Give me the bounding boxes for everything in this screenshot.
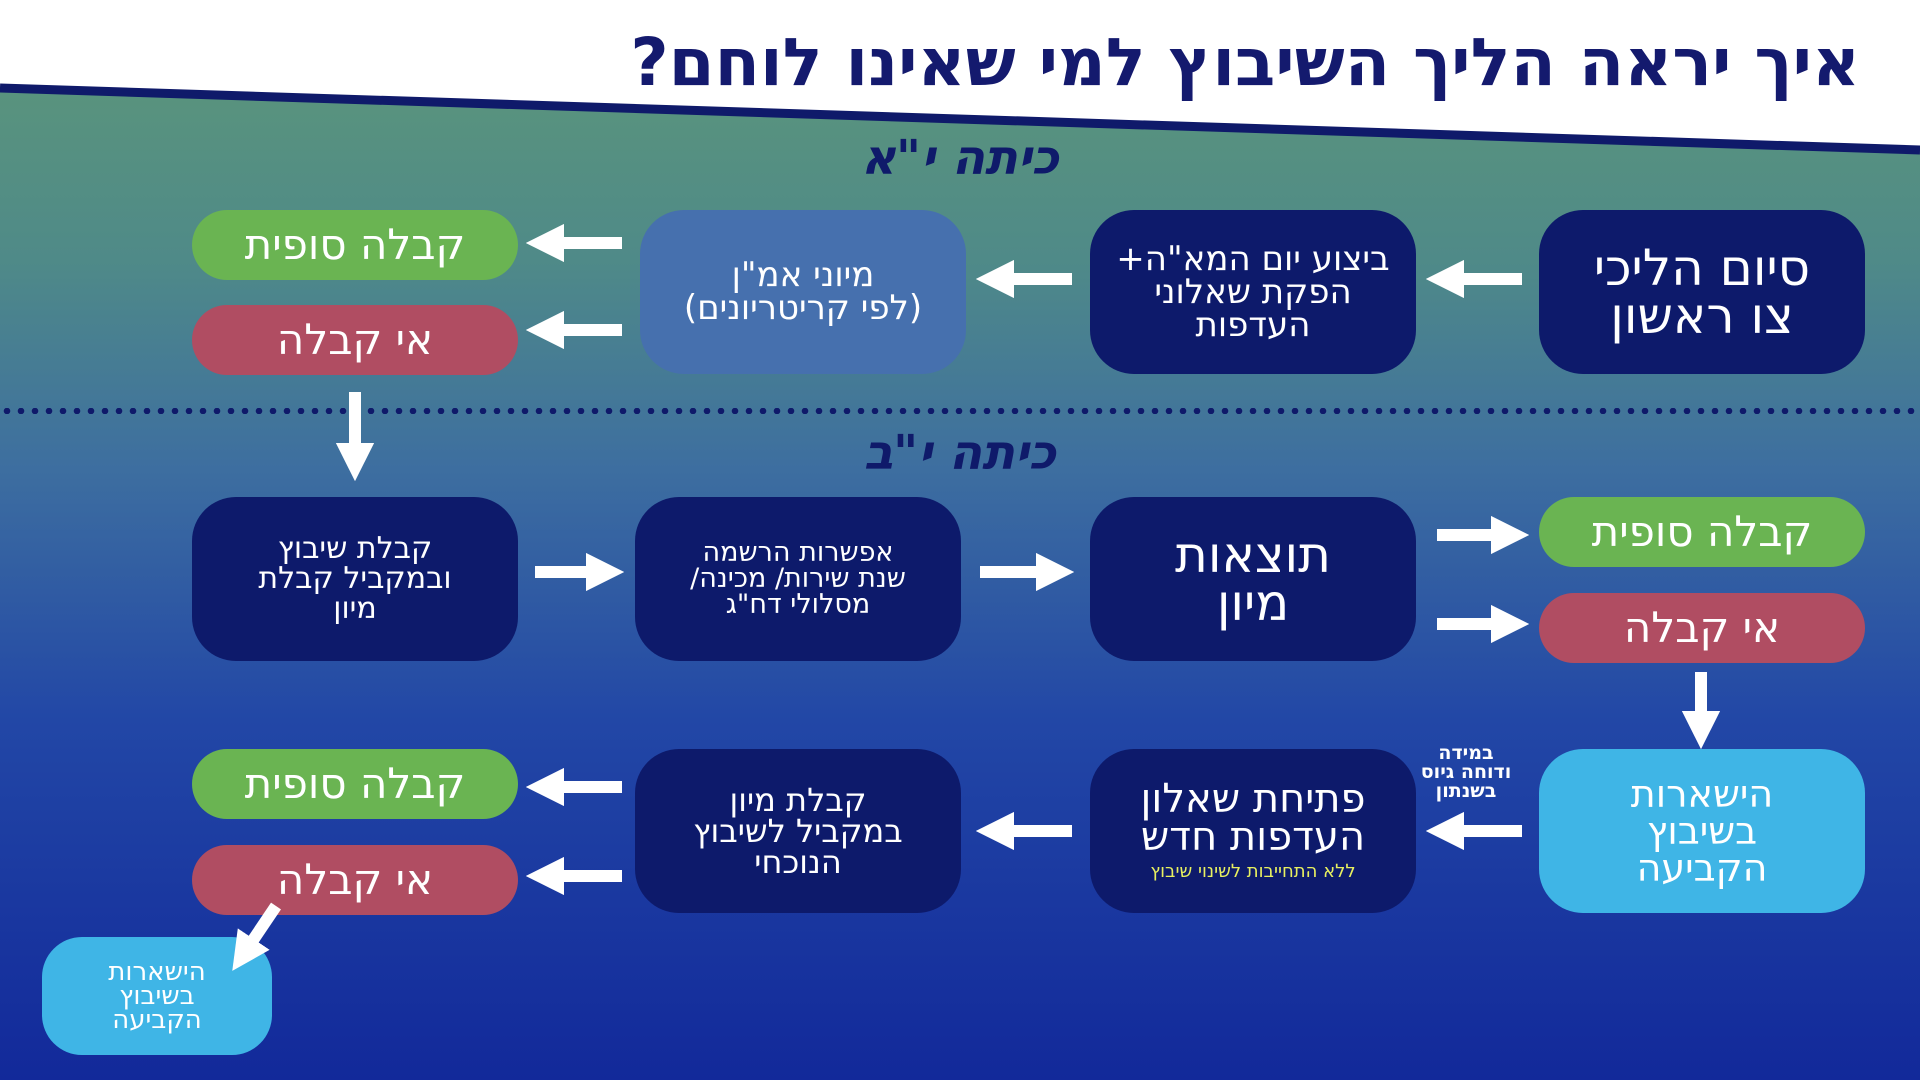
step-new-preferences-form: פתיחת שאלון העדפות חדש ללא התחייבות לשינ… (1090, 749, 1416, 913)
box-line: הקביעה (1636, 845, 1768, 890)
box-line: מיון (1216, 574, 1290, 632)
pill-label: אי קבלה (1623, 603, 1781, 652)
box-line: העדפות (1195, 304, 1311, 345)
box-line: הישארות (1630, 771, 1774, 816)
box-line: (לפי קריטריונים) (683, 288, 923, 328)
box-line: קבלת מיון (729, 780, 867, 819)
box-line: מסלולי דח"ג (725, 589, 871, 620)
box-note: ללא התחייבות לשינוי שיבוץ (1150, 861, 1356, 882)
step-aman-screening: מיוני אמ"ן (לפי קריטריונים) (640, 210, 966, 374)
outcome-final-acceptance: קבלה סופית (192, 749, 518, 819)
note-line: בשנתון (1435, 780, 1497, 802)
outcome-rejection: אי קבלה (1539, 593, 1865, 663)
note-line: ודוחה גיוס (1420, 761, 1512, 783)
box-line: מיון (333, 591, 377, 626)
box-line: מיוני אמ"ן (731, 255, 875, 295)
box-line: ביצוע יום המא"ה+ (1116, 238, 1390, 279)
pill-label: אי קבלה (276, 855, 434, 904)
box-line: במקביל לשיבוץ (693, 811, 903, 850)
pill-label: קבלה סופית (1591, 507, 1813, 556)
step-first-draft-end: סיום הליכי צו ראשון (1539, 210, 1865, 374)
box-line: בשיבוץ (1646, 808, 1758, 853)
box-line: הישארות (108, 957, 206, 987)
box-line: העדפות חדש (1140, 814, 1366, 860)
pill-label: אי קבלה (276, 315, 434, 364)
title-banner (0, 0, 1920, 155)
step-remain-in-placement-final: הישארות בשיבוץ הקביעה (42, 937, 272, 1055)
box-line: בשיבוץ (119, 981, 195, 1011)
dotted-divider (0, 408, 1920, 414)
step-mh-day: ביצוע יום המא"ה+ הפקת שאלוני העדפות (1090, 210, 1416, 374)
pill-label: קבלה סופית (244, 220, 466, 269)
box-line: שנת שירות/ מכינה/ (690, 563, 906, 594)
box-line: תוצאות (1174, 526, 1332, 584)
note-line: במידה (1438, 742, 1494, 764)
box-line: הפקת שאלוני (1154, 271, 1352, 312)
box-line: הקביעה (112, 1005, 202, 1035)
outcome-final-acceptance: קבלה סופית (1539, 497, 1865, 567)
step-parallel-screening: קבלת מיון במקביל לשיבוץ הנוכחי (635, 749, 961, 913)
section-label-grade-12: כיתה י"ב (863, 425, 1057, 481)
outcome-rejection: אי קבלה (192, 845, 518, 915)
section-label-grade-11: כיתה י"א (861, 130, 1059, 186)
box-line: צו ראשון (1610, 287, 1794, 345)
outcome-rejection: אי קבלה (192, 305, 518, 375)
box-line: קבלת שיבוץ (277, 531, 433, 566)
pill-label: קבלה סופית (244, 759, 466, 808)
step-registration-options: אפשרות הרשמה שנת שירות/ מכינה/ מסלולי דח… (635, 497, 961, 661)
box-line: הנוכחי (754, 842, 842, 881)
box-line: ובמקביל קבלת (258, 561, 452, 596)
step-remain-in-placement: הישארות בשיבוץ הקביעה (1539, 749, 1865, 913)
box-line: אפשרות הרשמה (702, 537, 894, 568)
page-title: איך יראה הליך השיבוץ למי שאינו לוחם? (630, 24, 1860, 101)
arrow-diagonal (232, 902, 281, 971)
step-screening-results: תוצאות מיון (1090, 497, 1416, 661)
box-line: סיום הליכי (1593, 239, 1811, 297)
outcome-final-acceptance: קבלה סופית (192, 210, 518, 280)
deferral-note: במידה ודוחה גיוס בשנתון (1418, 744, 1514, 814)
box-line: פתיחת שאלון (1140, 776, 1366, 822)
step-placement: קבלת שיבוץ ובמקביל קבלת מיון (192, 497, 518, 661)
